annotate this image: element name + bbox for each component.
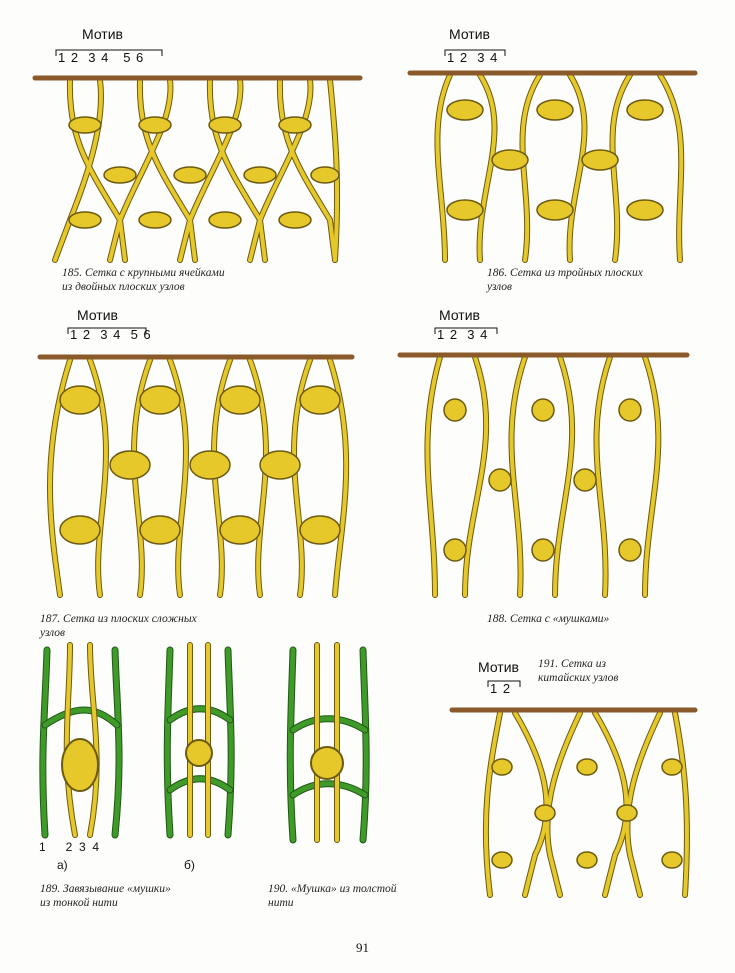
motif-bracket-188 [434,327,498,334]
knot-diagram-189b [163,642,235,839]
knot-diagram-190 [286,642,370,844]
figure-191: Мотив 1 2 191. Сетка из китайских узлов [449,655,700,905]
caption-191-line2: китайских узлов [538,672,619,684]
figure-185: Мотив 1 2 3 4 5 6 [30,20,370,270]
macrame-diagram-187 [37,354,355,598]
caption-185-line2: из двойных плоских узлов [62,281,185,293]
caption-189-line2: из тонкой нити [40,897,118,909]
caption-188: 188. Сетка с «мушками» [487,612,609,626]
caption-187-line1: 187. Сетка из плоских сложных [40,613,197,625]
caption-190-line1: 190. «Мушка» из толстой [268,883,397,895]
macrame-diagram-191 [449,707,698,898]
caption-190: 190. «Мушка» из толстой нити [268,882,397,910]
motif-numbers-185: 1 2 3 4 5 6 [58,50,145,65]
caption-189-line1: 189. Завязывание «мушки» [40,883,171,895]
caption-191-line1: 191. Сетка из [538,658,606,670]
knot-diagram-189a [39,642,123,839]
motif-label-191: Мотив [478,659,519,675]
figure-187: Мотив 1 2 3 4 5 6 [30,305,370,615]
motif-bracket-187 [67,327,147,334]
cord-numbers-189: 1 2 3 4 [39,840,100,854]
motif-numbers-186: 1 2 3 4 [447,50,499,65]
motif-label-186: Мотив [449,26,490,42]
figure-189: 1 2 3 4 [35,642,235,854]
figure-186: Мотив 1 2 3 4 [405,20,715,270]
motif-bracket-185 [55,49,163,56]
motif-numbers-191: 1 2 [490,681,512,696]
caption-188-line1: 188. Сетка с «мушками» [487,613,610,625]
page-number: 91 [356,940,369,955]
caption-186-line1: 186. Сетка из тройных плоских [487,267,643,279]
motif-numbers-188: 1 2 3 4 [437,327,489,342]
caption-186-line2: узлов [487,281,513,293]
figure-188: Мотив 1 2 3 4 [395,305,715,615]
motif-label-185: Мотив [82,26,123,42]
macrame-diagram-186 [407,70,698,263]
caption-187-line2: узлов [40,627,66,639]
sub-label-b: б) [184,858,195,872]
caption-187: 187. Сетка из плоских сложных узлов [40,612,197,640]
motif-label-187: Мотив [77,307,118,323]
caption-186: 186. Сетка из тройных плоских узлов [487,266,643,294]
motif-bracket-191 [487,680,521,687]
caption-189: 189. Завязывание «мушки» из тонкой нити [40,882,171,910]
motif-bracket-186 [444,49,506,56]
motif-numbers-187: 1 2 3 4 5 6 [70,327,152,342]
caption-190-line2: нити [268,897,294,909]
caption-185: 185. Сетка с крупными ячейками из двойны… [62,266,225,294]
macrame-diagram-188 [397,352,690,598]
caption-185-line1: 185. Сетка с крупными ячейками [62,267,225,279]
motif-label-188: Мотив [439,307,480,323]
caption-191: 191. Сетка из китайских узлов [538,657,618,685]
sub-label-a: а) [57,858,68,872]
macrame-diagram-185 [32,75,363,263]
figure-190 [285,642,375,845]
